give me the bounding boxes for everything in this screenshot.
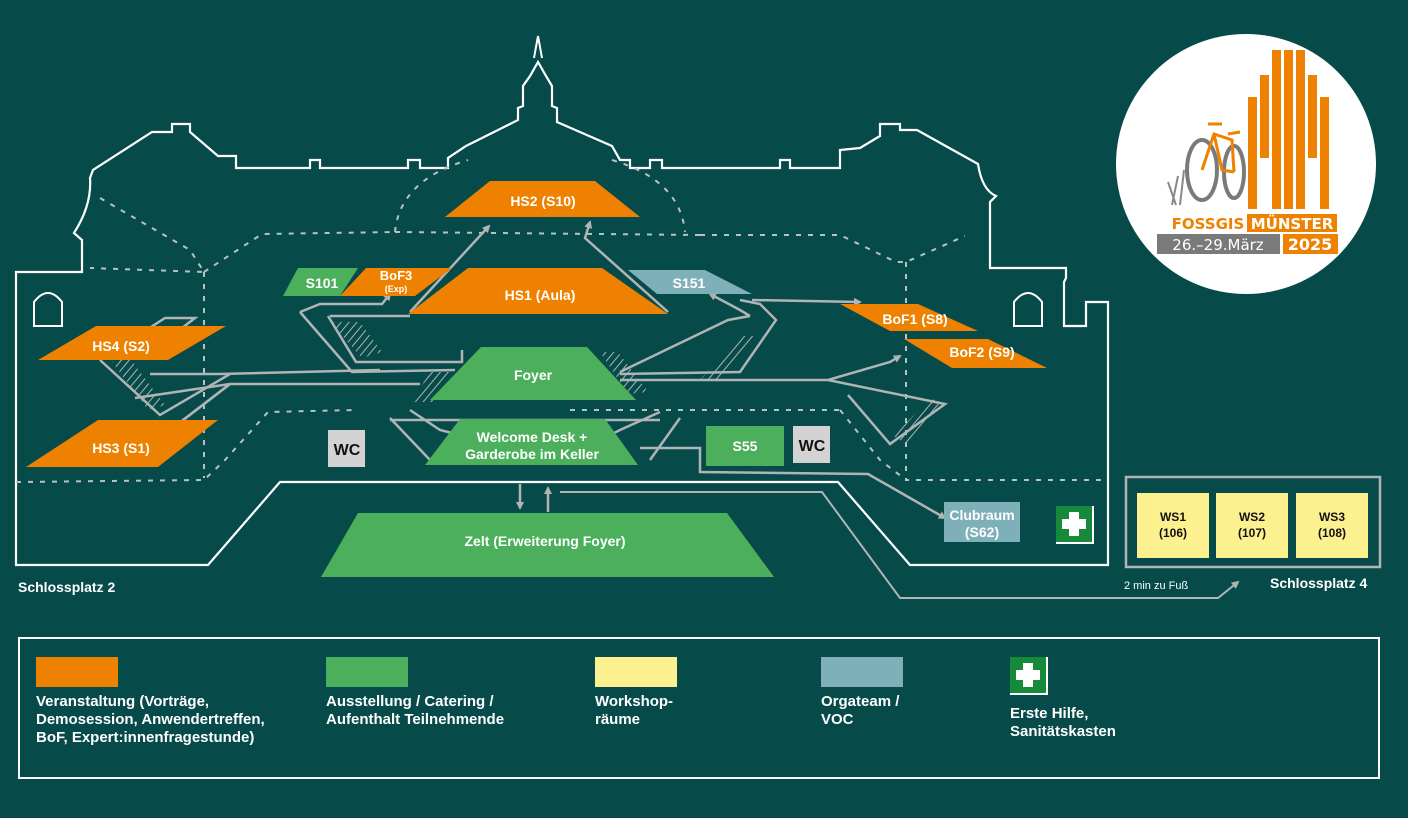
legend-item-workshop: Workshop- räume (595, 657, 677, 729)
room-welcome-label-1: Welcome Desk + (477, 429, 588, 445)
room-s101[interactable]: S101 (283, 268, 358, 296)
logo-city: MÜNSTER (1251, 214, 1334, 233)
room-hs1[interactable]: HS1 (Aula) (408, 268, 668, 314)
schlossplatz4-building (1124, 475, 1382, 569)
legend-label: BoF, Expert:innenfragestunde) (36, 729, 255, 746)
legend-item-first-aid: Erste Hilfe, Sanitätskasten (1010, 657, 1116, 741)
first-aid-icon (1056, 506, 1094, 544)
legend-label: Sanitätskasten (1010, 723, 1116, 740)
room-foyer[interactable]: Foyer (430, 347, 636, 400)
legend-item-exhibition: Ausstellung / Catering / Aufenthalt Teil… (326, 657, 504, 729)
window-right (1013, 292, 1043, 327)
room-clubraum-label-1: Clubraum (949, 507, 1014, 523)
room-s101-label: S101 (306, 275, 339, 291)
label-schlossplatz-2: Schlossplatz 2 (18, 579, 116, 595)
room-hs2[interactable]: HS2 (S10) (445, 181, 640, 217)
room-clubraum-label-2: (S62) (965, 524, 999, 540)
room-hs3-label: HS3 (S1) (92, 440, 150, 456)
room-s55[interactable]: S55 (706, 426, 784, 466)
room-s55-label: S55 (733, 438, 758, 454)
bicycle-icon (1167, 122, 1246, 206)
room-zelt-label: Zelt (Erweiterung Foyer) (464, 533, 625, 549)
legend-label: Veranstaltung (Vorträge, (36, 693, 210, 710)
logo-name: FOSSGIS (1172, 215, 1245, 233)
room-s151-label: S151 (673, 275, 706, 291)
legend-item-event: Veranstaltung (Vorträge, Demosession, An… (36, 657, 265, 747)
room-ws2-number: (107) (1238, 526, 1266, 540)
interior-dotted-lines (15, 159, 1108, 483)
legend-swatch-event (36, 657, 118, 687)
room-ws3[interactable]: WS3 (108) (1296, 493, 1368, 558)
room-bof3-sublabel: (Exp) (385, 284, 408, 294)
room-zelt[interactable]: Zelt (Erweiterung Foyer) (321, 513, 774, 577)
stairs (112, 322, 944, 444)
legend-label: räume (595, 711, 641, 728)
logo-dates: 26.–29.März (1172, 236, 1264, 254)
legend-label: Workshop- (595, 693, 674, 710)
legend-label: Ausstellung / Catering / (326, 693, 494, 710)
wc-right[interactable]: WC (793, 426, 830, 463)
room-hs4[interactable]: HS4 (S2) (38, 326, 226, 360)
wc-left-label: WC (334, 442, 361, 459)
room-bof3-label: BoF3 (380, 268, 413, 283)
room-ws3-number: (108) (1318, 526, 1346, 540)
room-hs4-label: HS4 (S2) (92, 338, 150, 354)
room-clubraum[interactable]: Clubraum (S62) (944, 502, 1020, 542)
logo-year: 2025 (1288, 235, 1333, 254)
room-bof2[interactable]: BoF2 (S9) (904, 339, 1047, 368)
first-aid-icon (1010, 657, 1048, 695)
fossgis-logo: FOSSGIS MÜNSTER 26.–29.März 2025 (1116, 34, 1376, 294)
legend: Veranstaltung (Vorträge, Demosession, An… (18, 637, 1380, 779)
legend-swatch-workshop (595, 657, 677, 687)
room-ws1[interactable]: WS1 (106) (1137, 493, 1209, 558)
wc-left[interactable]: WC (328, 430, 365, 467)
room-welcome-label-2: Garderobe im Keller (465, 446, 599, 462)
room-ws2[interactable]: WS2 (107) (1216, 493, 1288, 558)
room-bof3[interactable]: BoF3 (Exp) (340, 268, 452, 296)
window-left (33, 292, 63, 327)
legend-item-orga: Orgateam / VOC (821, 657, 903, 729)
building-outline (14, 59, 1110, 567)
legend-label: Aufenthalt Teilnehmende (326, 711, 505, 728)
room-s151[interactable]: S151 (628, 270, 752, 294)
label-schlossplatz-4: Schlossplatz 4 (1270, 575, 1368, 591)
spire-icon (533, 35, 543, 59)
room-bof2-label: BoF2 (S9) (949, 344, 1014, 360)
room-bof1[interactable]: BoF1 (S8) (840, 304, 978, 331)
courtyard-path (560, 491, 1240, 599)
legend-swatch-exhibition (326, 657, 408, 687)
wc-right-label: WC (799, 438, 826, 455)
room-hs1-label: HS1 (Aula) (505, 287, 576, 303)
room-ws1-label: WS1 (1160, 510, 1186, 524)
room-welcome-desk[interactable]: Welcome Desk + Garderobe im Keller (425, 419, 638, 465)
legend-label: Erste Hilfe, (1010, 705, 1089, 722)
room-ws1-number: (106) (1159, 526, 1187, 540)
room-hs3[interactable]: HS3 (S1) (26, 420, 218, 467)
legend-label: Demosession, Anwendertreffen, (36, 711, 265, 728)
corridor-paths (99, 220, 949, 520)
room-foyer-label: Foyer (514, 367, 553, 383)
room-hs2-label: HS2 (S10) (510, 193, 575, 209)
room-bof1-label: BoF1 (S8) (882, 311, 947, 327)
legend-label: Orgateam / (821, 693, 900, 710)
room-ws3-label: WS3 (1319, 510, 1345, 524)
legend-swatch-orga (821, 657, 903, 687)
room-ws2-label: WS2 (1239, 510, 1265, 524)
legend-label: VOC (821, 711, 854, 728)
label-walk-note: 2 min zu Fuß (1124, 580, 1189, 592)
